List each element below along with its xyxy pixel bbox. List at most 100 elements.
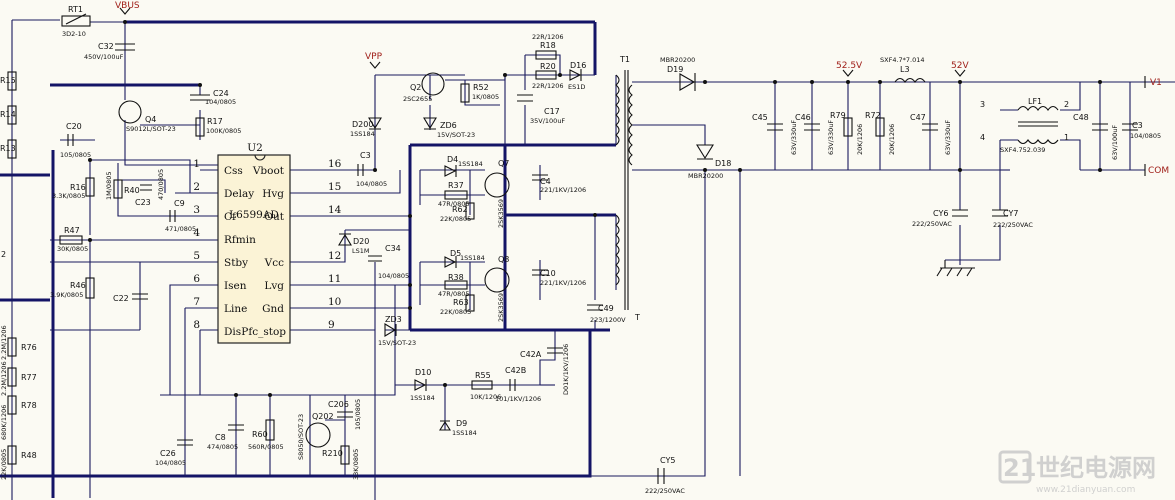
- value-r40: 1M/0805: [105, 172, 113, 200]
- label-c3-out: C3: [1132, 121, 1143, 130]
- value-c46: 63V/330uF: [827, 120, 835, 155]
- watermark-brand: 世纪电源网: [1036, 454, 1156, 482]
- capacitor-c9: [169, 210, 176, 222]
- resistor-r72: [875, 117, 885, 137]
- value-c48: 63V/100uF: [1111, 125, 1119, 160]
- ic-pin-labels: U2 L6599AD Css Delay Cf Rfmin Stby Isen …: [193, 142, 341, 338]
- capacitor-c42a: [547, 347, 563, 354]
- value-d10: 1SS184: [410, 394, 435, 402]
- value-cy5: 222/250VAC: [645, 487, 685, 495]
- rail-vpp: VPP: [365, 52, 383, 62]
- resistor-r55: [471, 380, 493, 390]
- resistor-r48: [7, 445, 17, 465]
- label-d9: D9: [456, 419, 467, 428]
- value-c20: 105/0805: [60, 151, 91, 159]
- label-c17: C17: [544, 107, 560, 116]
- value-c42b: 101/1KV/1206: [495, 395, 541, 403]
- capacitor-c45: [767, 123, 783, 131]
- value-q8: 2SK3569: [497, 293, 505, 322]
- value-d4: 1SS184: [458, 160, 483, 168]
- capacitor-c46: [804, 123, 820, 131]
- value-r76: 2.2M/1206: [0, 325, 8, 360]
- label-r72: R72: [865, 111, 881, 120]
- value-c24: 104/0805: [205, 98, 236, 106]
- resistor-r37: [444, 190, 468, 200]
- value-c32: 450V/100uF: [84, 53, 124, 61]
- pin-name-6: Isen: [224, 280, 247, 292]
- lf-pin-4: 4: [980, 133, 985, 142]
- label-r47: R47: [64, 226, 80, 235]
- value-c3-out: 104/0805: [1130, 132, 1161, 140]
- value-c42a: D01K/1KV/1206: [562, 344, 570, 395]
- resistor-r47: [59, 235, 83, 245]
- ic-u2: [217, 154, 291, 344]
- value-c49: 223/1200V: [590, 316, 626, 324]
- rail-com: COM: [1148, 166, 1169, 176]
- resistor-r17: [195, 117, 205, 137]
- transformer-primary-1: [615, 74, 620, 146]
- ic-ref: U2: [247, 142, 263, 154]
- label-r48: R48: [21, 451, 37, 460]
- capacitor-c48: [1092, 123, 1108, 131]
- label-cy5: CY5: [660, 456, 675, 465]
- label-c32: C32: [98, 42, 114, 51]
- diode-d200: [368, 117, 382, 130]
- label-d4: D4: [447, 155, 458, 164]
- value-d16: ES1D: [568, 83, 585, 91]
- value-zd3: 15V/SOT-23: [378, 339, 416, 347]
- label-c206: C206: [328, 400, 349, 409]
- resistor-r38: [444, 280, 468, 290]
- label-r15: R15: [0, 76, 16, 85]
- label-r55: R55: [475, 371, 491, 380]
- label-c9: C9: [174, 199, 185, 208]
- value-r16: 3.3K/0805: [52, 192, 85, 200]
- common-mode-choke-bottom: [1017, 139, 1059, 145]
- value-d18: MBR20200: [688, 172, 723, 180]
- pin-num-1: 1: [193, 158, 200, 170]
- label-r210: R210: [322, 449, 343, 458]
- value-d19: MBR20200: [660, 56, 695, 64]
- ground-symbol: [936, 260, 975, 277]
- value-c4: 221/1KV/1206: [540, 186, 586, 194]
- pin-num-5: 5: [193, 250, 200, 262]
- capacitor-cy6: [952, 209, 968, 217]
- capacitor-c3-out: [1122, 123, 1138, 131]
- label-c45: C45: [752, 113, 768, 122]
- value-r18: 22R/1206: [532, 33, 564, 41]
- label-r63: R63: [453, 298, 469, 307]
- resistor-r78: [7, 395, 17, 415]
- value-r60: 560R/0805: [248, 443, 284, 451]
- label-c3: C3: [360, 151, 371, 160]
- value-c34: 104/0805: [378, 272, 409, 280]
- value-r78: 680K/1206: [0, 405, 8, 440]
- label-r60: R60: [252, 430, 268, 439]
- value-c17: 35V/100uF: [530, 117, 565, 125]
- component-labels: RT1 3D2-10 C32 450V/100uF R15 R14 R13 2 …: [0, 5, 1161, 495]
- label-d10: D10: [415, 368, 431, 377]
- diode-d4: [444, 165, 457, 177]
- label-c10: C10: [540, 269, 556, 278]
- rail-52-5v: 52.5V: [836, 61, 863, 71]
- capacitor-c10: [532, 269, 548, 276]
- value-r55: 10K/1206: [470, 393, 501, 401]
- resistor-r18: [535, 50, 557, 60]
- label-r38: R38: [448, 273, 464, 282]
- label-r79: R79: [830, 111, 846, 120]
- transformer-primary-2: [615, 214, 620, 286]
- pin-name-9: Pfc_stop: [241, 326, 286, 338]
- capacitor-c22: [132, 293, 148, 300]
- label-d20: D20: [353, 237, 369, 246]
- label-c23: C23: [135, 198, 151, 207]
- capacitor-c8: [228, 424, 244, 431]
- pin-num-8: 8: [193, 319, 200, 331]
- label-q2: Q2: [410, 83, 421, 92]
- rail-52-arrow: [954, 69, 966, 77]
- resistor-r13: [7, 139, 17, 159]
- pin-name-15: Hvg: [262, 188, 284, 200]
- pin-name-11: Lvg: [264, 280, 284, 292]
- pin-num-11: 11: [328, 273, 341, 285]
- lf-pin-3: 3: [980, 100, 985, 109]
- label-c49: C49: [598, 304, 614, 313]
- pin-num-12: 12: [328, 250, 341, 262]
